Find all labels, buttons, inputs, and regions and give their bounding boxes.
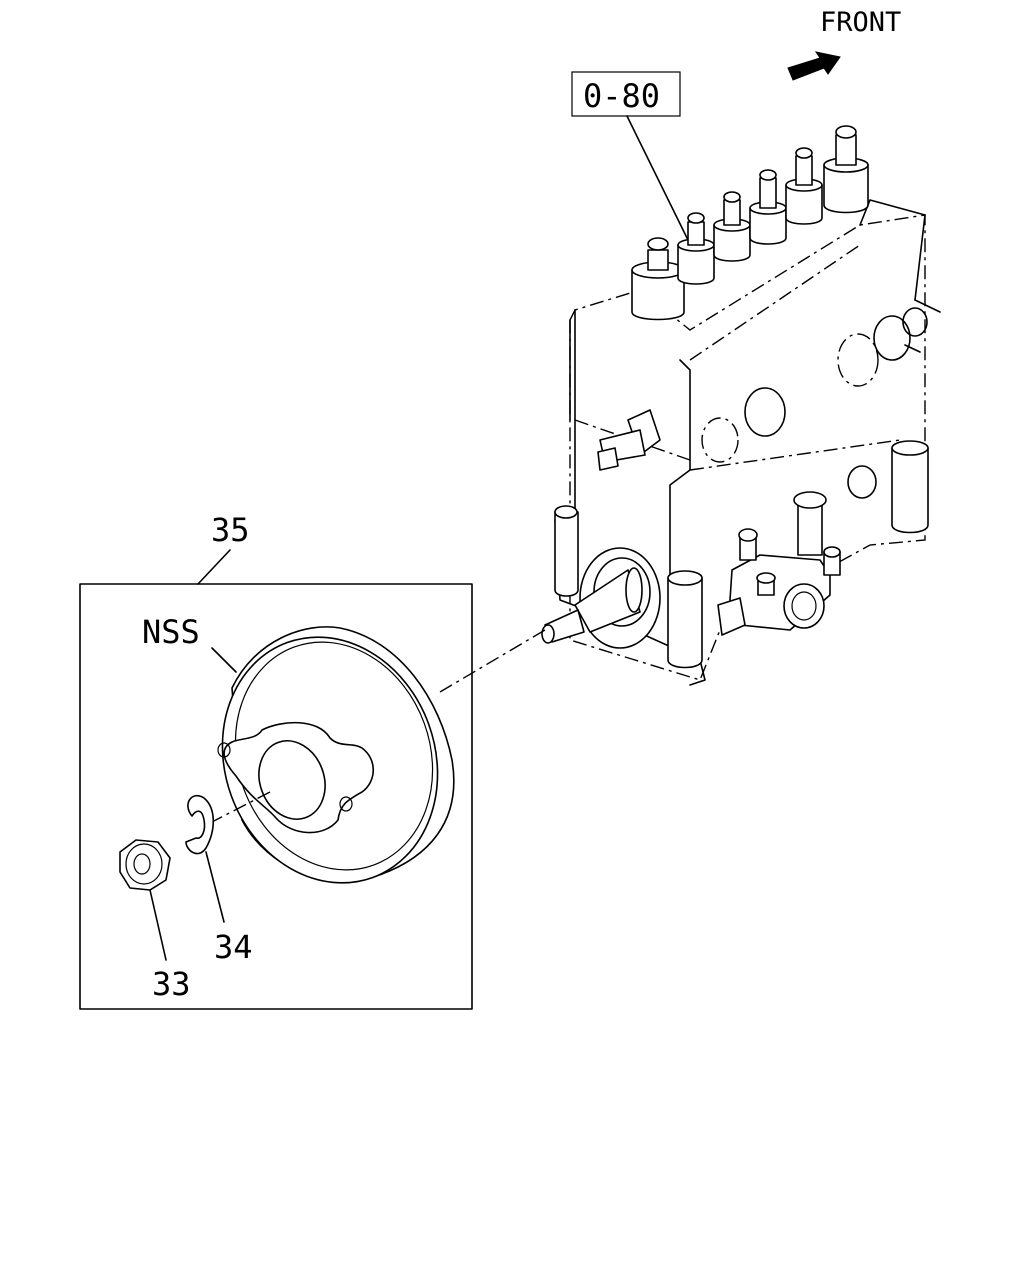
callout-34: 34 [214,928,253,966]
callout-33: 33 [152,965,191,1003]
timer-assembly [217,626,455,884]
assembly-box [79,583,473,1010]
reference-box [571,71,681,117]
axis-line-inner [211,791,271,823]
axis-line [439,629,546,693]
reference-callout: 0-80 [571,71,689,241]
front-indicator: FRONT [787,7,901,81]
callout-nss-leader [211,647,237,673]
delivery-valves [631,125,869,321]
front-label: FRONT [820,7,901,38]
assembly-callout: 35 [79,511,473,1010]
nut: 33 [119,839,191,1003]
callout-35: 35 [211,511,250,549]
nss-callout: NSS [142,613,237,673]
reference-label: 0-80 [583,77,660,115]
arrow-icon [787,51,841,81]
washer: 34 [185,794,253,966]
callout-33-leader [149,889,167,961]
callout-35-leader [197,549,231,585]
callout-34-leader [205,851,225,923]
callout-nss: NSS [142,613,200,651]
injection-pump [541,125,941,686]
reference-leader [626,115,689,241]
